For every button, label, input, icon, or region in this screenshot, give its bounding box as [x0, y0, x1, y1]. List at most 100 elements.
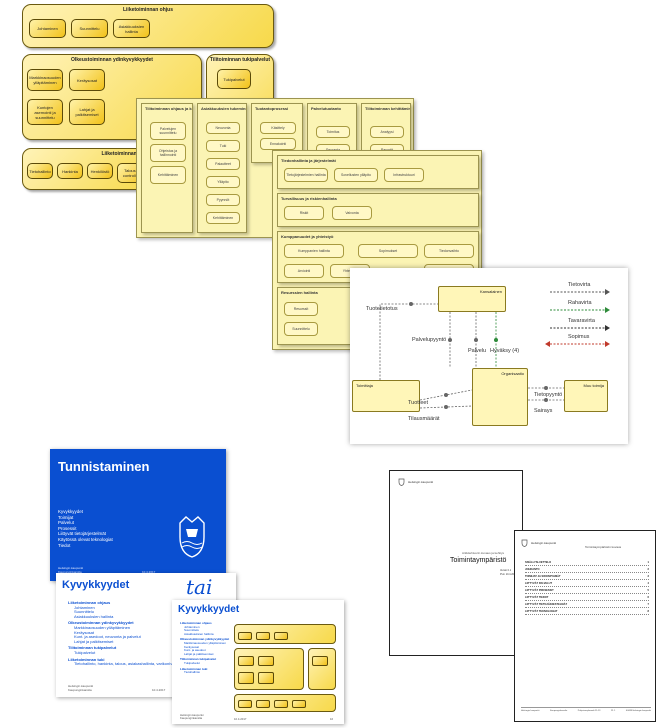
resource-chip[interactable]: Arviointi [284, 264, 324, 278]
mini-chip [238, 700, 252, 708]
toc-entry-label: LIITTYVÄT PALVELUT [525, 581, 553, 585]
section-title: Tilitoiminnan tukipalvelut [209, 57, 271, 63]
resource-chip[interactable]: Kumppanien hallinta [284, 244, 344, 258]
process-chip[interactable]: Analyysi [370, 126, 404, 138]
node-kansalainen[interactable]: Kansalainen [438, 286, 506, 312]
capability-chip[interactable]: Lahjat ja palkitsemiset [69, 99, 105, 125]
document-toc[interactable]: Helsingin kaupunki Toimintaympäristön ku… [514, 530, 656, 722]
section-title: Liiketoiminnan ohjus [122, 7, 173, 13]
slide-title: Kyvykkyydet [178, 604, 240, 615]
slide-title: Tunnistaminen [58, 459, 150, 474]
slide-footer: Helsingin kaupunki Kaupunginkanslia [180, 713, 203, 721]
mini-chip [258, 672, 274, 684]
process-chip[interactable]: Ennakointi [260, 138, 296, 150]
capability-chip[interactable]: Asiakkuuksien hallinta [113, 19, 150, 38]
edge-label: Tilausmäärät [408, 416, 440, 422]
edge-label: Tuotetietotus [366, 306, 398, 312]
capability-chip[interactable]: Henkilöstö [87, 163, 113, 179]
group-heading: Liiketoiminnan ohjaus [180, 621, 212, 625]
capability-chip[interactable]: Suunnittelu [71, 19, 108, 38]
bullet-item: Liittyvät tietojärjestelmät [58, 531, 107, 537]
group-item: Suunnittelu [74, 609, 95, 615]
document-subtitle: Arkkitehtuurin kuvaus ja kehitys [462, 551, 505, 555]
resource-chip[interactable]: Resurssit [284, 302, 318, 316]
document-header-title: Toimintaympäristön kuvaus [585, 545, 622, 549]
resource-chip[interactable]: Tiedonvaihto [424, 244, 474, 258]
process-chip[interactable]: Kehittäminen [150, 166, 186, 184]
process-chip[interactable]: Ohjeistus ja hallinnointi [150, 144, 186, 162]
group-item: Tietohallinto, hankinta, talous, asiakas… [74, 661, 182, 667]
process-chip[interactable]: Palautteet [206, 158, 240, 170]
capability-chip[interactable]: Markkinaosuuden ylläpitäminen [27, 69, 63, 91]
resource-row[interactable]: Resurssien hallinta Resurssit Suunnittel… [277, 287, 357, 345]
resource-chip[interactable]: Riskit [284, 206, 324, 220]
node-muu-toimija[interactable]: Muu toimija [564, 380, 608, 412]
capability-chip[interactable]: Tietohallinto [27, 163, 53, 179]
process-chip[interactable]: Kehittäminen [206, 212, 240, 224]
capability-chip[interactable]: Johtaminen [29, 19, 66, 38]
toc-entry[interactable]: LIITTYVÄT PROSESSIT 5 [525, 587, 649, 594]
capability-section-ohjus[interactable]: Liiketoiminnan ohjus Johtaminen Suunnitt… [22, 4, 274, 48]
toc-entry-label: LIITTYVÄT PROSESSIT [525, 588, 554, 592]
slide-kyvykkyydet-diagram[interactable]: Kyvykkyydet Liiketoiminnan ohjaus Johtam… [172, 600, 344, 724]
toc-entry-label: LIITTYVÄT TEKNOLOGIAT [525, 609, 558, 613]
group-heading: Olkeustoiminnan ydinkyvykkyydet [68, 620, 134, 626]
process-chip[interactable]: Ylläpito [206, 176, 240, 188]
mini-chip [292, 700, 306, 708]
bullet-item: Prosessit [58, 525, 77, 531]
toc-entry-page: 5 [647, 588, 649, 592]
capability-chip[interactable]: Tukipalvelut [217, 69, 251, 89]
capability-section-tuki[interactable]: Liiketoiminnan tuki Tietohallinto Hankin… [22, 148, 152, 190]
resource-chip[interactable]: Infrastruktuuri [384, 168, 424, 182]
mini-chip [238, 672, 254, 684]
toc-entry-page: 2 [647, 567, 649, 571]
legend-label: Rahavirta [568, 300, 592, 306]
resource-chip[interactable]: Valvonta [332, 206, 372, 220]
footer-cell: Pohjoisesplanadi 11-13 [577, 710, 601, 712]
process-chip[interactable]: Pyynnöt [206, 194, 240, 206]
edge-label: Tietopyyntö [534, 392, 563, 398]
row-title: Resurssien hallinta [281, 290, 318, 295]
process-chip[interactable]: Toimitus [316, 126, 350, 138]
bullet-item: Palvelut [58, 520, 75, 526]
group-heading: Liiketoiminnan ohjaus [68, 600, 111, 605]
bullet-item: Kyvykkyydet [58, 509, 84, 514]
tai-label: tai [186, 575, 213, 599]
resource-row[interactable]: Turvallisuus ja riskienhallinta Riskit V… [277, 193, 479, 227]
document-logo: Helsingin kaupunki [398, 478, 433, 486]
toc-entry-page: 8 [647, 609, 649, 613]
group-item: Tietohallinto [184, 670, 201, 675]
resource-chip[interactable]: Tietojärjestelmien hallinta [284, 168, 328, 182]
document-cover[interactable]: Helsingin kaupunki Arkkitehtuurin kuvaus… [389, 470, 523, 656]
slide-tunnistaminen[interactable]: Tunnistaminen Kyvykkyydet Toimijat Palve… [50, 449, 226, 581]
document-org: Helsingin kaupunki [408, 480, 434, 484]
resource-chip[interactable]: Sopimukset [358, 244, 418, 258]
node-toimittaja[interactable]: Toimittaja [352, 380, 420, 412]
context-diagram: Kansalainen Organisaatio Toimittaja Muu … [350, 268, 628, 444]
resource-chip[interactable]: Suunnittelu [284, 322, 318, 336]
row-title: Tiedonhallinta ja järjestelmät [281, 158, 336, 163]
resource-row[interactable]: Tiedonhallinta ja järjestelmät Tietojärj… [277, 155, 479, 189]
node-organisaatio[interactable]: Organisaatio [472, 368, 528, 426]
group-item: Markkinaosuuden ylläpitäminen [74, 624, 131, 630]
process-chip[interactable]: Tuki [206, 140, 240, 152]
resource-chip[interactable]: Sovellusten ylläpito [334, 168, 378, 182]
group-item: Lahjat ja palkitsemiset [184, 651, 214, 656]
capability-chip[interactable]: Kuntojen asemointi ja suunnittelu [27, 99, 63, 125]
footer-unit: Kaupunginkanslia [180, 716, 203, 721]
process-chip[interactable]: Palvelujen suunnittelu [150, 122, 186, 140]
process-chip[interactable]: Käsittely [260, 122, 296, 134]
capability-chip[interactable]: Keräysosat [69, 69, 105, 91]
toc-entry[interactable]: LIITTYVÄT TEKNOLOGIAT 8 [525, 608, 649, 615]
process-column[interactable]: Tilitoiminnan ohjaus ja kehittäminen Pal… [141, 103, 193, 233]
capability-chip[interactable]: Hankinta [57, 163, 83, 179]
process-column[interactable]: Asiakkuuksien tukeminen ja palvelujen ta… [197, 103, 247, 233]
edge-label: Tuotteet [408, 400, 428, 406]
process-chip[interactable]: Neuvonta [206, 122, 240, 134]
